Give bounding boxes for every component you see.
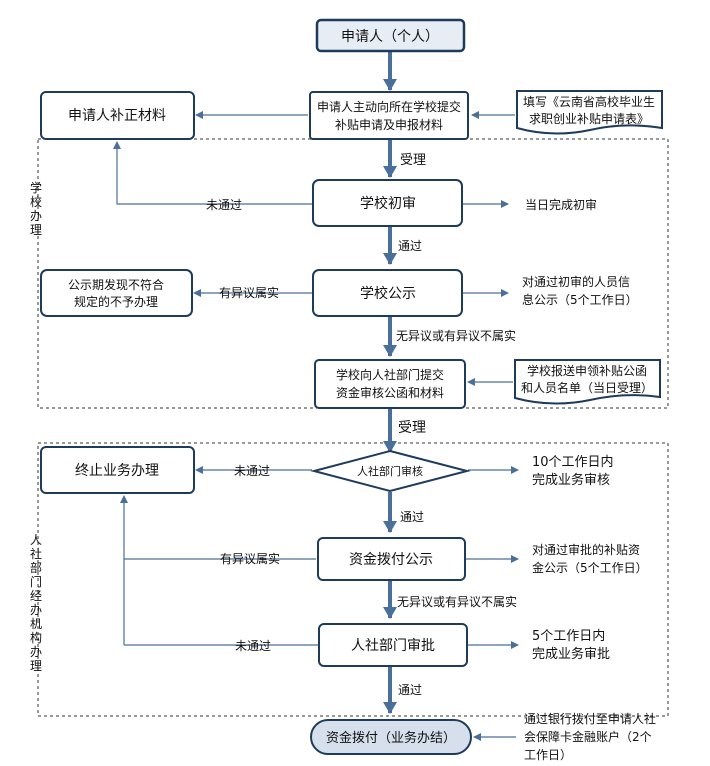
svg-text:社: 社 xyxy=(30,546,42,561)
node-hr-approval-time-line2: 完成业务审批 xyxy=(532,646,610,662)
edge-label-accept-2: 受理 xyxy=(398,420,426,436)
node-form-line1: 填写《云南省高校毕业生 xyxy=(523,94,655,109)
node-submit-materials xyxy=(309,91,469,140)
node-fund-payment xyxy=(310,719,472,755)
node-hr-approval xyxy=(318,623,468,667)
node-publicity-info-line2: 息公示（5个工作日） xyxy=(522,292,638,307)
node-school-submit-hr xyxy=(314,359,466,409)
edge-label-pass-3: 通过 xyxy=(398,683,422,697)
node-school-report-line1: 学校报送申领补贴公函 xyxy=(527,363,647,378)
node-fund-payment-label: 资金拨付（业务办结） xyxy=(326,730,456,746)
node-bank-line3: 工作日） xyxy=(524,748,572,762)
node-school-submit-line1: 学校向人社部门提交 xyxy=(336,367,444,382)
node-form-line2: 求职创业补贴申请表》 xyxy=(529,112,649,126)
svg-text:校: 校 xyxy=(30,194,42,209)
edge-label-not-pass-3: 未通过 xyxy=(235,639,271,653)
node-supplement xyxy=(40,91,195,140)
svg-text:学: 学 xyxy=(30,180,42,195)
edge-label-accept-1: 受理 xyxy=(400,153,426,168)
node-applicant xyxy=(315,18,466,53)
node-submit-line2: 补贴申请及申报材料 xyxy=(335,117,443,132)
node-applicant-label: 申请人（个人） xyxy=(341,29,439,45)
node-publicity-info-line1: 对通过初审的人员信 xyxy=(522,274,630,289)
node-terminate-label: 终止业务办理 xyxy=(75,463,159,479)
node-hr-review xyxy=(310,449,471,493)
node-hr-approval-label: 人社部门审批 xyxy=(351,638,435,654)
node-same-day: 当日完成初审 xyxy=(525,197,597,212)
node-supplement-label: 申请人补正材料 xyxy=(68,108,166,124)
edge-label-objection-2: 有异议属实 xyxy=(220,551,280,566)
edge-label-pass-1: 通过 xyxy=(398,239,422,253)
node-fund-publicity-label: 资金拨付公示 xyxy=(349,552,433,568)
edge-label-not-pass-2: 未通过 xyxy=(234,464,270,478)
node-reject-publicity xyxy=(40,269,193,317)
svg-text:机: 机 xyxy=(30,617,42,631)
edge-label-not-pass-1: 未通过 xyxy=(206,198,242,212)
node-bank-line2: 会保障卡金融账户（2个 xyxy=(524,729,652,744)
node-school-publicity xyxy=(312,269,463,317)
svg-text:部: 部 xyxy=(30,560,42,575)
edge-label-pass-2: 通过 xyxy=(400,510,424,524)
node-application-form xyxy=(516,90,663,135)
node-school-report-line2: 和人员名单（当日受理） xyxy=(521,380,653,395)
edge-label-no-objection-1: 无异议或有异议不属实 xyxy=(396,328,516,343)
hr-region-border xyxy=(37,442,669,717)
node-submit-line1: 申请人主动向所在学校提交 xyxy=(317,99,461,114)
school-region-label: 学 校 办 理 xyxy=(30,180,42,237)
edge-label-no-objection-2: 无异议或有异议不属实 xyxy=(397,594,517,609)
svg-text:经: 经 xyxy=(30,589,42,603)
node-school-report xyxy=(514,359,661,405)
svg-text:办: 办 xyxy=(30,602,42,617)
svg-text:办: 办 xyxy=(30,644,42,659)
node-school-publicity-label: 学校公示 xyxy=(360,285,416,302)
node-hr-review-time-line1: 10个工作日内 xyxy=(532,454,614,470)
svg-text:人: 人 xyxy=(30,533,42,547)
svg-text:办: 办 xyxy=(30,208,42,223)
node-hr-approval-time-line1: 5个工作日内 xyxy=(532,628,605,644)
node-school-submit-line2: 资金审核公函和材料 xyxy=(336,385,444,400)
svg-text:理: 理 xyxy=(30,223,42,237)
node-hr-review-time-line2: 完成业务审核 xyxy=(532,472,610,488)
node-fund-publicity-info-line1: 对通过审批的补贴资 xyxy=(532,542,640,557)
node-bank-line1: 通过银行拨付至申请人社 xyxy=(524,711,656,726)
arrow-fund-publicity-to-terminate xyxy=(120,495,316,560)
node-fund-publicity xyxy=(317,537,466,581)
svg-text:理: 理 xyxy=(30,659,42,673)
edge-label-objection-1: 有异议属实 xyxy=(219,285,279,300)
node-terminate xyxy=(40,446,195,494)
arrow-review-fail-to-supplement xyxy=(113,141,312,205)
node-reject-line2: 规定的不予办理 xyxy=(74,294,158,309)
node-reject-line1: 公示期发现不符合 xyxy=(68,277,164,292)
hr-region-label: 人 社 部 门 经 办 机 构 办 理 xyxy=(30,533,42,673)
svg-text:门: 门 xyxy=(30,574,42,589)
node-hr-review-label: 人社部门审核 xyxy=(357,464,423,478)
svg-text:构: 构 xyxy=(30,630,42,645)
node-school-review xyxy=(312,179,463,227)
node-fund-publicity-info-line2: 金公示（5个工作日） xyxy=(532,560,648,575)
node-school-review-label: 学校初审 xyxy=(360,195,416,212)
